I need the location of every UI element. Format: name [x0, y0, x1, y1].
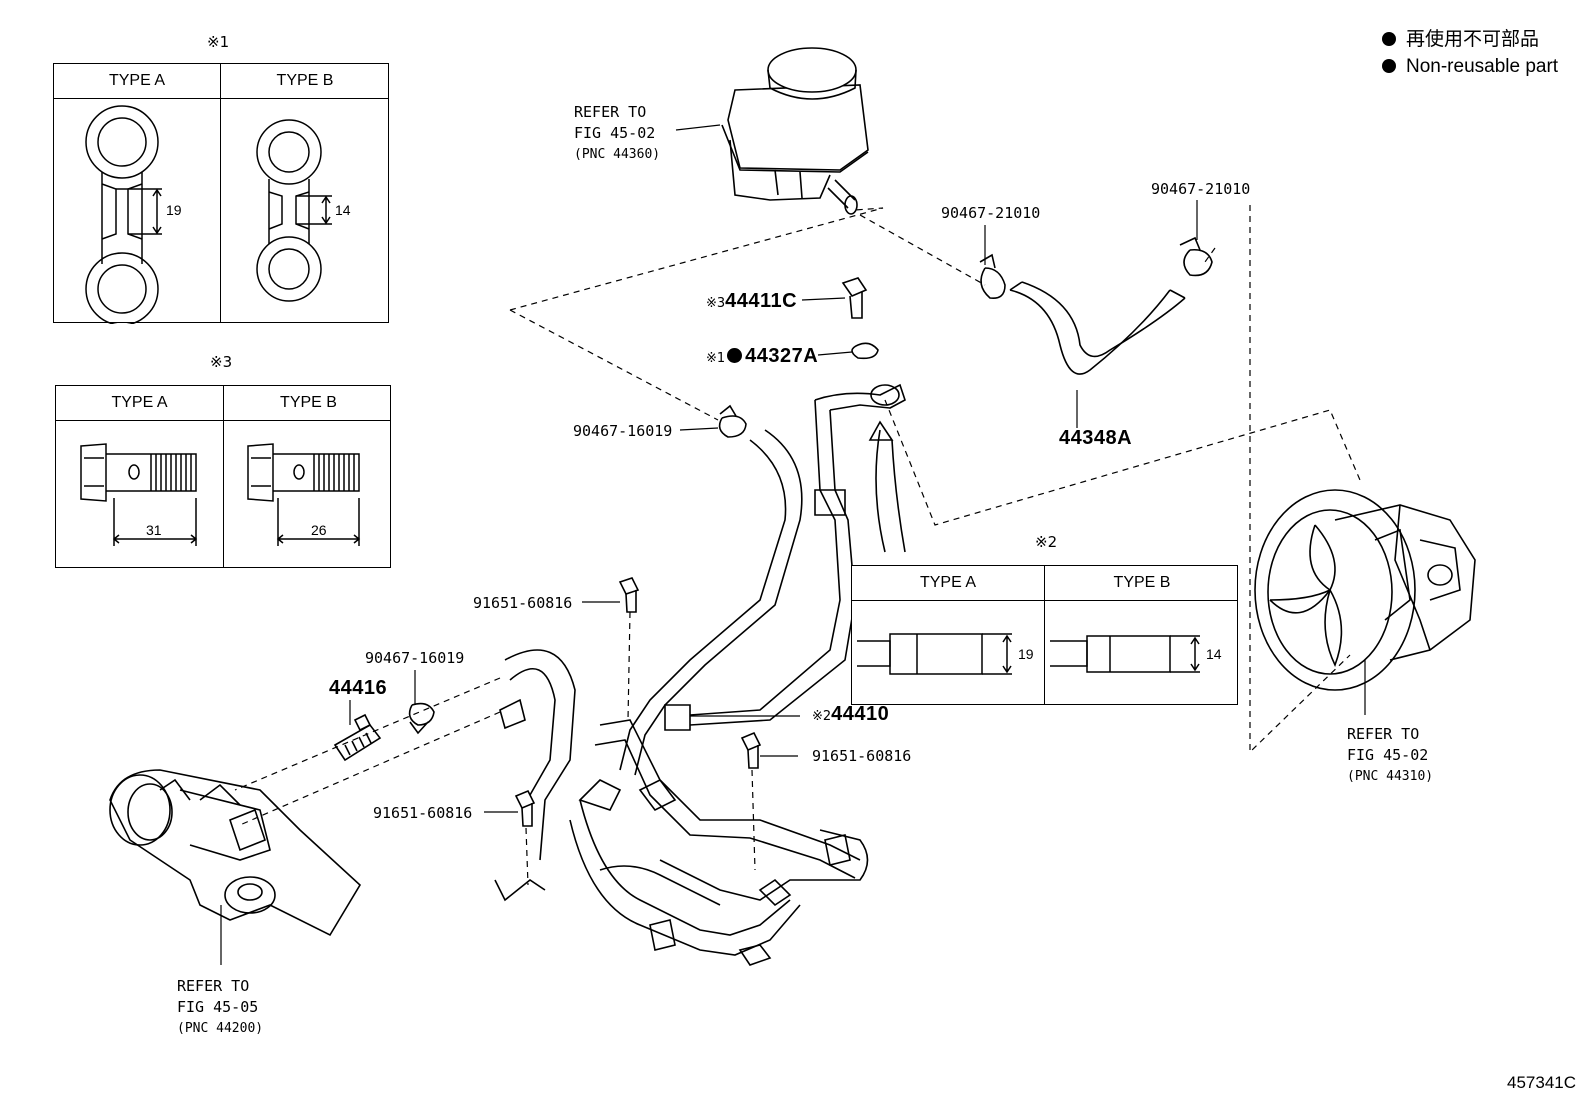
note2-dim-b: 14: [1206, 646, 1222, 662]
note1-divider: [220, 64, 221, 322]
dashed-guide-lines: [234, 205, 1361, 886]
non-reusable-dot-icon: [1382, 32, 1396, 46]
ref-gear-line3: (PNC 44200): [177, 1021, 264, 1036]
note2-dim-a: 19: [1018, 646, 1034, 662]
note3-dim-b: 26: [311, 522, 327, 538]
non-reusable-dot-icon: [1382, 59, 1396, 73]
legend-en-text: Non-reusable part: [1406, 56, 1559, 77]
part-clamp-upper-left[interactable]: 90467-21010: [941, 204, 1041, 222]
ref-gear-line1: REFER TO: [177, 977, 250, 995]
legend-row-jp: 再使用不可部品: [1382, 26, 1558, 53]
ref-reservoir-line1: REFER TO: [574, 103, 647, 121]
part-pressure-tube-44410[interactable]: ※244410: [812, 703, 890, 725]
part-gasket-number: 44327A: [745, 345, 819, 367]
part-tube-number: 44410: [831, 703, 890, 725]
note3-type-b-label: TYPE B: [280, 394, 337, 411]
part-bolt-44411c[interactable]: ※344411C: [706, 290, 798, 312]
bolt-illustrations: [514, 277, 879, 827]
note3-mark: ※3: [210, 353, 233, 371]
note1-type-b-label: TYPE B: [276, 72, 334, 89]
ref-pump-line2: FIG 45-02: [1347, 746, 1429, 764]
reservoir-tank-illustration: [721, 47, 869, 215]
return-hose-illustration: [979, 236, 1213, 375]
note2-tube-types-box: TYPE A TYPE B 19 14: [851, 565, 1238, 705]
note3-bolt-types-box: TYPE A TYPE B 31 26: [55, 385, 391, 568]
legend-row-en: Non-reusable part: [1382, 53, 1558, 80]
note2-type-a-label: TYPE A: [919, 574, 977, 591]
part-return-hose-44348a[interactable]: 44348A: [1059, 427, 1133, 449]
gasket-type-drawings: [85, 105, 332, 324]
tube-end-type-drawings: [857, 633, 1200, 675]
note1-dim-a: 19: [166, 202, 182, 218]
part-bolt-44411c-mark: ※3: [706, 296, 726, 311]
note3-dim-a: 31: [146, 522, 162, 538]
note3-type-a-label: TYPE A: [111, 394, 168, 411]
union-bolt-type-drawings: [80, 443, 361, 546]
steering-gear-illustration: [109, 769, 362, 937]
tube-network-illustration: [494, 429, 869, 966]
part-clamp-16019-lower[interactable]: 90467-16019: [365, 649, 465, 667]
part-tube-mark: ※2: [812, 709, 832, 724]
note2-mark: ※2: [1035, 533, 1058, 551]
part-gasket-mark: ※1: [706, 351, 726, 366]
non-reusable-dot-icon: [727, 348, 743, 363]
ref-reservoir-line2: FIG 45-02: [574, 124, 656, 142]
legend: 再使用不可部品 Non-reusable part: [1382, 26, 1558, 80]
part-bolt-44411c-number: 44411C: [725, 290, 798, 312]
union-illustration: [333, 713, 382, 762]
ref-pump-line1: REFER TO: [1347, 725, 1420, 743]
figure-number: 457341C: [1507, 1073, 1577, 1092]
note2-type-b-label: TYPE B: [1113, 574, 1171, 591]
clamp-lower-illustration: [408, 702, 435, 735]
ref-gear-line2: FIG 45-05: [177, 998, 259, 1016]
part-clamp-upper-right[interactable]: 90467-21010: [1151, 180, 1251, 198]
ref-pump-line3: (PNC 44310): [1347, 769, 1434, 784]
note1-gasket-types-box: TYPE A TYPE B 19 14: [53, 63, 389, 324]
ref-reservoir-line3: (PNC 44360): [574, 147, 661, 162]
part-bolt-upper[interactable]: 91651-60816: [473, 594, 573, 612]
part-gasket-44327a[interactable]: ※1 44327A: [706, 345, 819, 367]
note1-type-a-label: TYPE A: [108, 72, 166, 89]
install-arrow-icon: [868, 420, 906, 553]
part-union-44416[interactable]: 44416: [329, 677, 388, 699]
note2-divider: [1044, 566, 1045, 704]
part-clamp-16019-upper[interactable]: 90467-16019: [573, 422, 673, 440]
note3-divider: [223, 386, 224, 567]
note1-header: [54, 64, 388, 99]
clamp-upper-illustration: [718, 404, 747, 438]
leader-lines: [220, 124, 1366, 965]
part-bolt-lower[interactable]: 91651-60816: [373, 804, 473, 822]
note1-mark: ※1: [207, 33, 230, 51]
power-steering-pump-illustration: [1254, 489, 1476, 691]
legend-jp-text: 再使用不可部品: [1406, 29, 1540, 50]
note1-dim-b: 14: [335, 202, 351, 218]
part-bolt-right[interactable]: 91651-60816: [812, 747, 912, 765]
